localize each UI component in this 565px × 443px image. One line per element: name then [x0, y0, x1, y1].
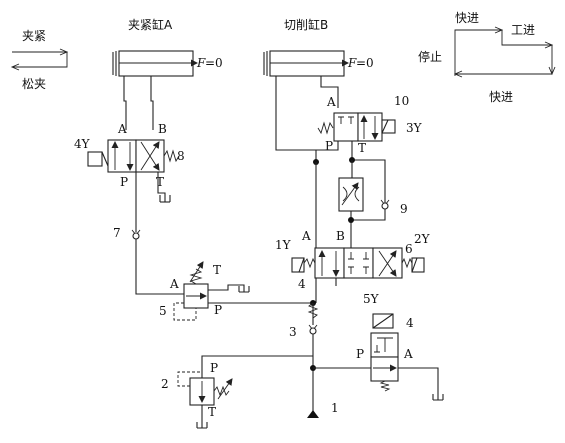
- valve-4-left-label: 4: [298, 277, 306, 291]
- v2-port-t: T: [208, 405, 216, 419]
- check-valve-7-label: 7: [113, 226, 121, 240]
- relief-valve-2: P 2 T: [161, 361, 233, 429]
- reducing-valve-5: A T P 5: [159, 261, 312, 321]
- valve-8-directional: A B 4Y 8 P T: [74, 122, 185, 232]
- cylinder-b-title: 切削缸B: [284, 17, 328, 32]
- throttle-check-valve: [381, 202, 389, 210]
- check-valve-3: [309, 327, 317, 335]
- pump-1: [307, 410, 319, 418]
- solenoid-1y: [291, 257, 305, 273]
- check-valve-3-spring: [307, 302, 319, 319]
- solenoid-1y-label: 1Y: [275, 238, 292, 252]
- pump-1-label: 1: [331, 401, 339, 415]
- valve-6-directional: A B 1Y 2Y 6 4: [275, 162, 431, 303]
- v6-port-b: B: [336, 229, 345, 243]
- v5-port-t: T: [213, 263, 221, 277]
- legend-stop-label: 停止: [418, 49, 442, 64]
- valve-4-directional: 5Y 4 P A: [356, 292, 444, 401]
- clamp-legend: 夹紧 松夹: [10, 29, 69, 91]
- reducing-valve-5-label: 5: [159, 304, 167, 318]
- cycle-legend-path: [454, 29, 553, 76]
- main-pressure-line: 3 1: [201, 300, 371, 418]
- relief-valve-2-label: 2: [161, 377, 169, 391]
- throttle-valve-9: 9: [338, 160, 408, 232]
- legend-work-feed-label: 工进: [511, 23, 535, 37]
- valve-4-lower-square: [370, 356, 399, 382]
- clamp-legend-path: [12, 51, 68, 68]
- cycle-legend: 快进 工进 停止 快进: [418, 11, 556, 104]
- v6-port-a: A: [301, 229, 311, 243]
- valve-6-left-square: [314, 247, 345, 279]
- legend-fast-forward-label: 快进: [455, 11, 479, 25]
- cylinder-b-force-value: =0: [356, 56, 374, 70]
- v4-port-p: P: [356, 347, 364, 361]
- solenoid-5y-label: 5Y: [363, 292, 380, 306]
- v5-port-a: A: [169, 277, 179, 291]
- v8-port-t: T: [156, 175, 164, 189]
- valve-10-directional: A 10 3Y P T: [275, 76, 423, 205]
- check-valve-7: 7: [113, 226, 184, 295]
- legend-clamp-label: 夹紧: [22, 29, 46, 43]
- solenoid-3y: [381, 119, 396, 134]
- reducing-valve-5-pilot: [173, 302, 197, 321]
- valve-4-spring: [379, 380, 391, 392]
- valve-10-spring: [317, 121, 334, 135]
- throttle-valve-9-label: 9: [400, 202, 408, 216]
- valve-6-center-square: [343, 247, 374, 279]
- reducing-valve-5-spring: [189, 268, 203, 285]
- solenoid-3y-label: 3Y: [406, 121, 423, 135]
- clamp-cylinder-a: 夹紧缸A F =0: [112, 17, 223, 130]
- v10-port-p: P: [325, 139, 333, 153]
- legend-release-label: 松夹: [22, 77, 46, 91]
- valve-6-label: 6: [405, 242, 413, 256]
- v2-port-p: P: [210, 361, 218, 375]
- valve-10-left-square: [333, 112, 359, 142]
- valve-8-left-square: [107, 139, 137, 173]
- check-valve-3-label: 3: [289, 325, 297, 339]
- v5-port-p: P: [214, 303, 222, 317]
- throttle-valve-9-body: [338, 177, 364, 212]
- v8-port-b: B: [158, 122, 167, 136]
- solenoid-2y-label: 2Y: [414, 232, 431, 246]
- valve-8-label: 8: [177, 149, 185, 163]
- cutting-cylinder-b: 切削缸B F =0: [263, 17, 374, 77]
- valve-10-right-square: [357, 112, 383, 142]
- valve-10-label: 10: [394, 94, 409, 108]
- valve-8-spring: [163, 149, 180, 163]
- v4-port-a: A: [403, 347, 413, 361]
- v8-port-a: A: [117, 122, 127, 136]
- solenoid-4y-label: 4Y: [74, 137, 91, 151]
- v8-port-p: P: [120, 175, 128, 189]
- solenoid-4y: [87, 151, 103, 167]
- valve-4-upper-square: [370, 332, 399, 358]
- solenoid-2y: [411, 257, 425, 273]
- cylinder-a-force-symbol: F: [196, 56, 206, 70]
- cylinder-b-force-symbol: F: [347, 56, 357, 70]
- legend-fast-return-label: 快进: [489, 90, 513, 104]
- cylinder-a-force-value: =0: [205, 56, 223, 70]
- valve-4-right-label: 4: [406, 316, 414, 330]
- v10-port-t: T: [358, 141, 366, 155]
- cylinder-a-title: 夹紧缸A: [128, 17, 173, 32]
- v10-port-a: A: [326, 95, 336, 109]
